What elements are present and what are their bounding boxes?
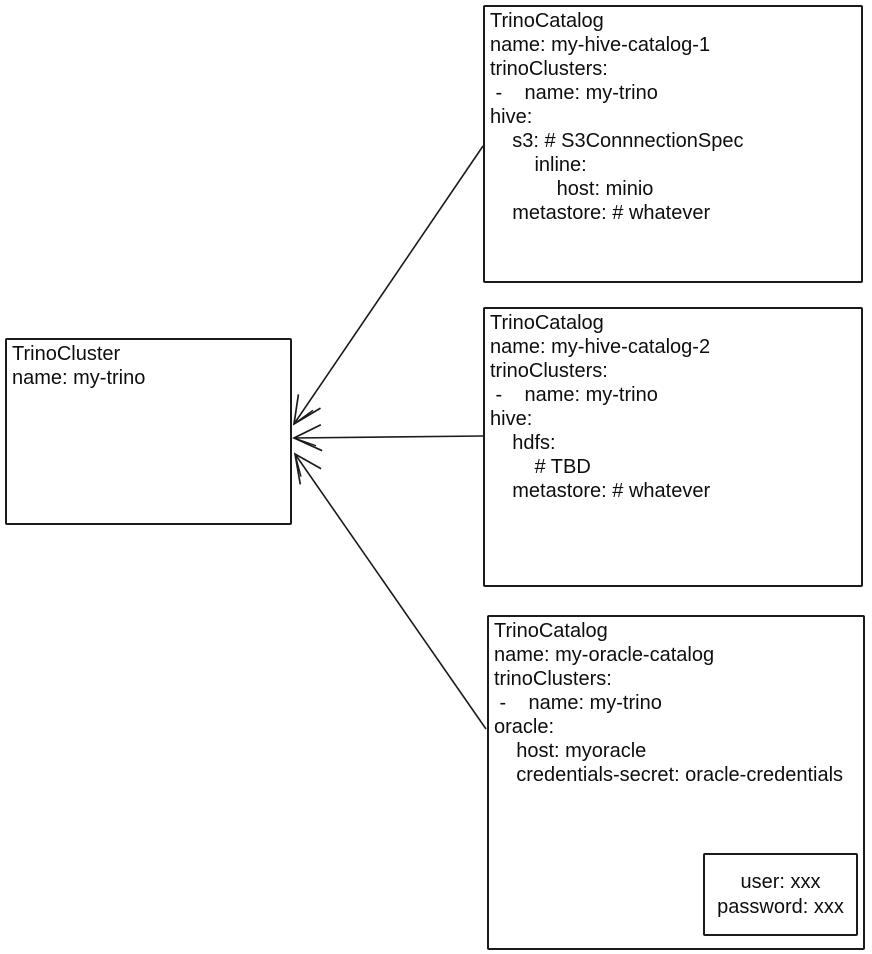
trino-catalog-hive-2-text: TrinoCatalog name: my-hive-catalog-2 tri… bbox=[490, 312, 711, 502]
trino-catalog-hive-1-text: TrinoCatalog name: my-hive-catalog-1 tri… bbox=[490, 10, 744, 224]
trino-catalog-node-hive-1: TrinoCatalog name: my-hive-catalog-1 tri… bbox=[483, 5, 863, 283]
edge-catalog1-to-cluster bbox=[292, 145, 484, 426]
trino-cluster-text: TrinoCluster name: my-trino bbox=[12, 343, 146, 389]
trino-catalog-oracle-text: TrinoCatalog name: my-oracle-catalog tri… bbox=[494, 620, 844, 786]
trino-catalog-node-oracle: TrinoCatalog name: my-oracle-catalog tri… bbox=[487, 615, 865, 950]
credentials-secret-text: user: xxx password: xxx bbox=[717, 870, 844, 918]
trino-catalog-node-hive-2: TrinoCatalog name: my-hive-catalog-2 tri… bbox=[483, 307, 863, 587]
edge-catalog2-to-cluster bbox=[292, 423, 484, 452]
credentials-secret-node: user: xxx password: xxx bbox=[703, 853, 858, 936]
trino-cluster-node: TrinoCluster name: my-trino bbox=[5, 338, 292, 525]
edge-catalog3-to-cluster bbox=[293, 452, 487, 730]
